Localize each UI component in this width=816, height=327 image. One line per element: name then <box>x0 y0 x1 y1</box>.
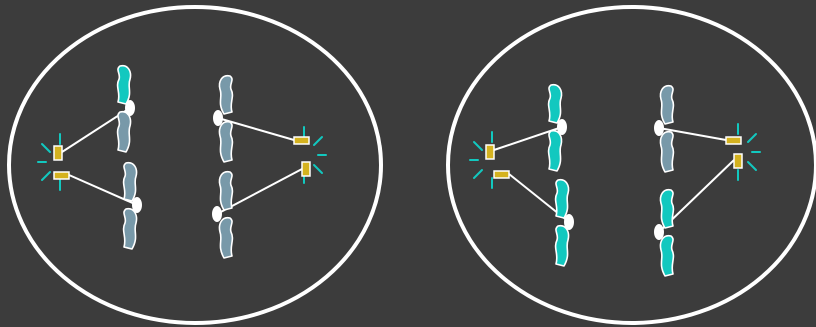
chromosome-3 <box>213 76 232 162</box>
aster-ray <box>748 162 756 170</box>
chromatid-upper <box>556 180 569 218</box>
aster-ray <box>474 170 482 178</box>
aster-ray <box>474 142 482 150</box>
chromosome-2 <box>556 180 574 266</box>
centromere <box>125 100 135 116</box>
chromatid-upper <box>660 190 673 228</box>
chromatid-lower <box>556 226 569 266</box>
centromere <box>212 206 222 222</box>
chromosome-3 <box>654 86 673 172</box>
aster-ray <box>314 137 322 145</box>
aster-ray <box>748 134 756 142</box>
centriole-left-vertical <box>486 145 494 159</box>
chromosome-1 <box>118 66 135 152</box>
cell-left <box>9 7 381 323</box>
centromere <box>564 214 574 230</box>
chromatid-lower <box>660 132 673 172</box>
chromosome-4 <box>654 190 673 276</box>
aster-ray <box>42 172 50 180</box>
centriole-right-vertical <box>734 154 742 168</box>
chromatid-upper <box>118 66 131 104</box>
centromere <box>557 119 567 135</box>
chromosome-4 <box>212 172 232 258</box>
centromere <box>654 120 664 136</box>
chromatid-upper <box>549 85 562 123</box>
chromatid-lower <box>219 122 232 162</box>
centriole-left-vertical <box>54 146 62 160</box>
centromere <box>654 224 664 240</box>
chromatid-upper <box>219 172 232 210</box>
cell-membrane <box>9 7 381 323</box>
centriole-right-horizontal <box>294 137 309 144</box>
aster-ray <box>42 144 50 152</box>
centromere <box>132 197 142 213</box>
cell-right <box>448 7 816 323</box>
centriole-right-horizontal <box>726 137 741 144</box>
centriole-left-horizontal <box>494 171 509 178</box>
centriole-left-horizontal <box>54 172 69 179</box>
chromatid-upper <box>219 76 232 114</box>
centriole-right-vertical <box>302 162 310 176</box>
chromatid-lower <box>660 236 673 276</box>
cell-membrane <box>448 7 816 323</box>
chromatid-lower <box>124 209 137 249</box>
centromere <box>213 110 223 126</box>
chromatid-lower <box>118 112 131 152</box>
chromosome-2 <box>124 163 142 249</box>
chromatid-upper <box>124 163 137 201</box>
chromatid-lower <box>219 218 232 258</box>
chromosome-1 <box>549 85 567 171</box>
aster-ray <box>314 165 322 173</box>
chromatid-upper <box>660 86 673 124</box>
chromatid-lower <box>549 131 562 171</box>
